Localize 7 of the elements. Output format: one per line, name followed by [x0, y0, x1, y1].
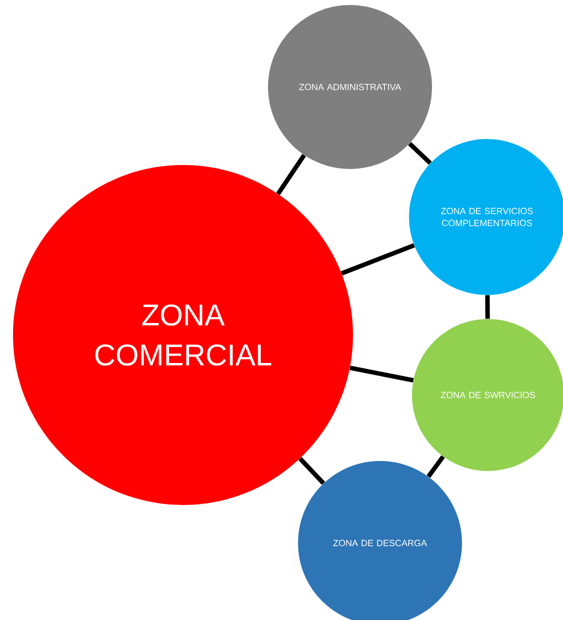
- connector-line: [408, 142, 432, 165]
- connector-line: [340, 243, 415, 276]
- connector-line: [426, 455, 445, 478]
- connector-line: [276, 154, 306, 196]
- connector-line: [350, 366, 414, 382]
- connector-line: [298, 457, 326, 485]
- connector-line: [485, 295, 490, 319]
